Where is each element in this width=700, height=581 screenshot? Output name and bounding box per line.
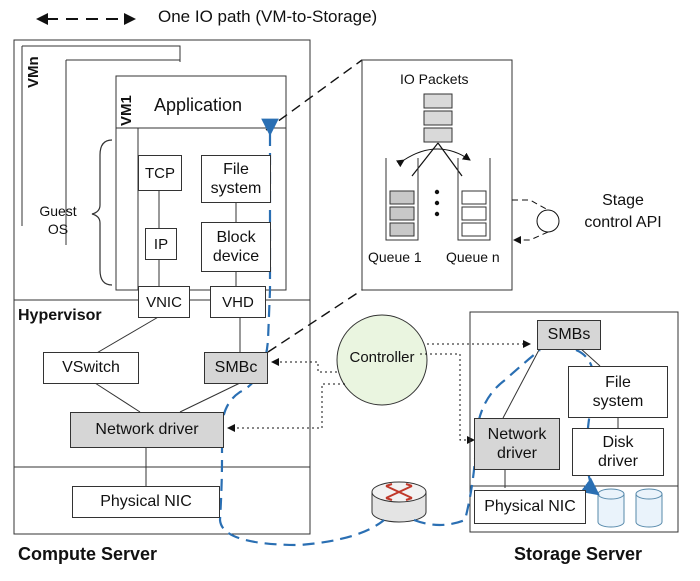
tcp-box: TCP xyxy=(138,155,182,191)
storage-server-frame xyxy=(469,311,679,533)
disk-icon xyxy=(597,488,663,528)
controller-label: Controller xyxy=(349,349,415,366)
smbs-box: SMBs xyxy=(537,320,601,350)
storage-physical-nic-box: Physical NIC xyxy=(474,490,586,524)
vmn-frame xyxy=(21,45,181,226)
block-device-label: Block device xyxy=(212,228,260,265)
stage-control-circle xyxy=(536,209,560,233)
smbc-box: SMBc xyxy=(204,352,268,384)
legend-arrow xyxy=(36,13,136,25)
tcp-label: TCP xyxy=(145,164,175,182)
smbs-label: SMBs xyxy=(547,326,591,343)
stage-control-api-label: Stage control API xyxy=(584,192,662,231)
hypervisor-label: Hypervisor xyxy=(18,307,102,324)
router-icon xyxy=(371,481,427,523)
ip-label: IP xyxy=(153,235,169,253)
vmn-label: VMn xyxy=(25,56,42,88)
queue-1 xyxy=(385,158,419,241)
storage-network-driver-label: Network driver xyxy=(487,425,547,462)
legend-text: One IO path (VM-to-Storage) xyxy=(158,7,378,26)
vswitch-box: VSwitch xyxy=(43,352,139,384)
compute-network-driver-label: Network driver xyxy=(95,421,199,438)
ip-box: IP xyxy=(145,228,177,260)
vm-mid-frame xyxy=(65,59,180,245)
io-packets xyxy=(423,93,453,143)
guest-os-label: Guest OS xyxy=(39,203,77,238)
compute-server-frame xyxy=(13,39,311,535)
vnic-label: VNIC xyxy=(146,293,182,311)
compute-network-driver-box: Network driver xyxy=(70,412,224,448)
queue-n-label: Queue n xyxy=(446,249,500,265)
storage-server-title: Storage Server xyxy=(514,544,643,564)
guest-file-system-label: File system xyxy=(210,160,262,197)
disk-driver-label: Disk driver xyxy=(597,433,638,470)
controller-node xyxy=(336,314,428,406)
io-packets-label: IO Packets xyxy=(400,71,469,87)
vhd-box: VHD xyxy=(210,286,266,318)
block-device-box: Block device xyxy=(201,222,271,272)
storage-file-system-box: File system xyxy=(568,366,668,418)
vnic-box: VNIC xyxy=(138,286,190,318)
storage-physical-nic-label: Physical NIC xyxy=(484,498,576,515)
guest-os-brace xyxy=(91,139,113,286)
queue-n xyxy=(457,158,491,241)
application-label: Application xyxy=(154,95,243,115)
vswitch-label: VSwitch xyxy=(62,359,120,376)
guest-file-system-box: File system xyxy=(201,155,271,203)
storage-file-system-label: File system xyxy=(592,373,644,410)
queue-1-label: Queue 1 xyxy=(368,249,422,265)
compute-server-title: Compute Server xyxy=(18,544,158,564)
compute-physical-nic-label: Physical NIC xyxy=(100,493,192,510)
disk-driver-box: Disk driver xyxy=(572,428,664,476)
smbc-label: SMBc xyxy=(214,359,258,376)
storage-network-driver-box: Network driver xyxy=(474,418,560,470)
compute-physical-nic-box: Physical NIC xyxy=(72,486,220,518)
vhd-label: VHD xyxy=(222,293,254,311)
vm1-label: VM1 xyxy=(118,95,135,126)
